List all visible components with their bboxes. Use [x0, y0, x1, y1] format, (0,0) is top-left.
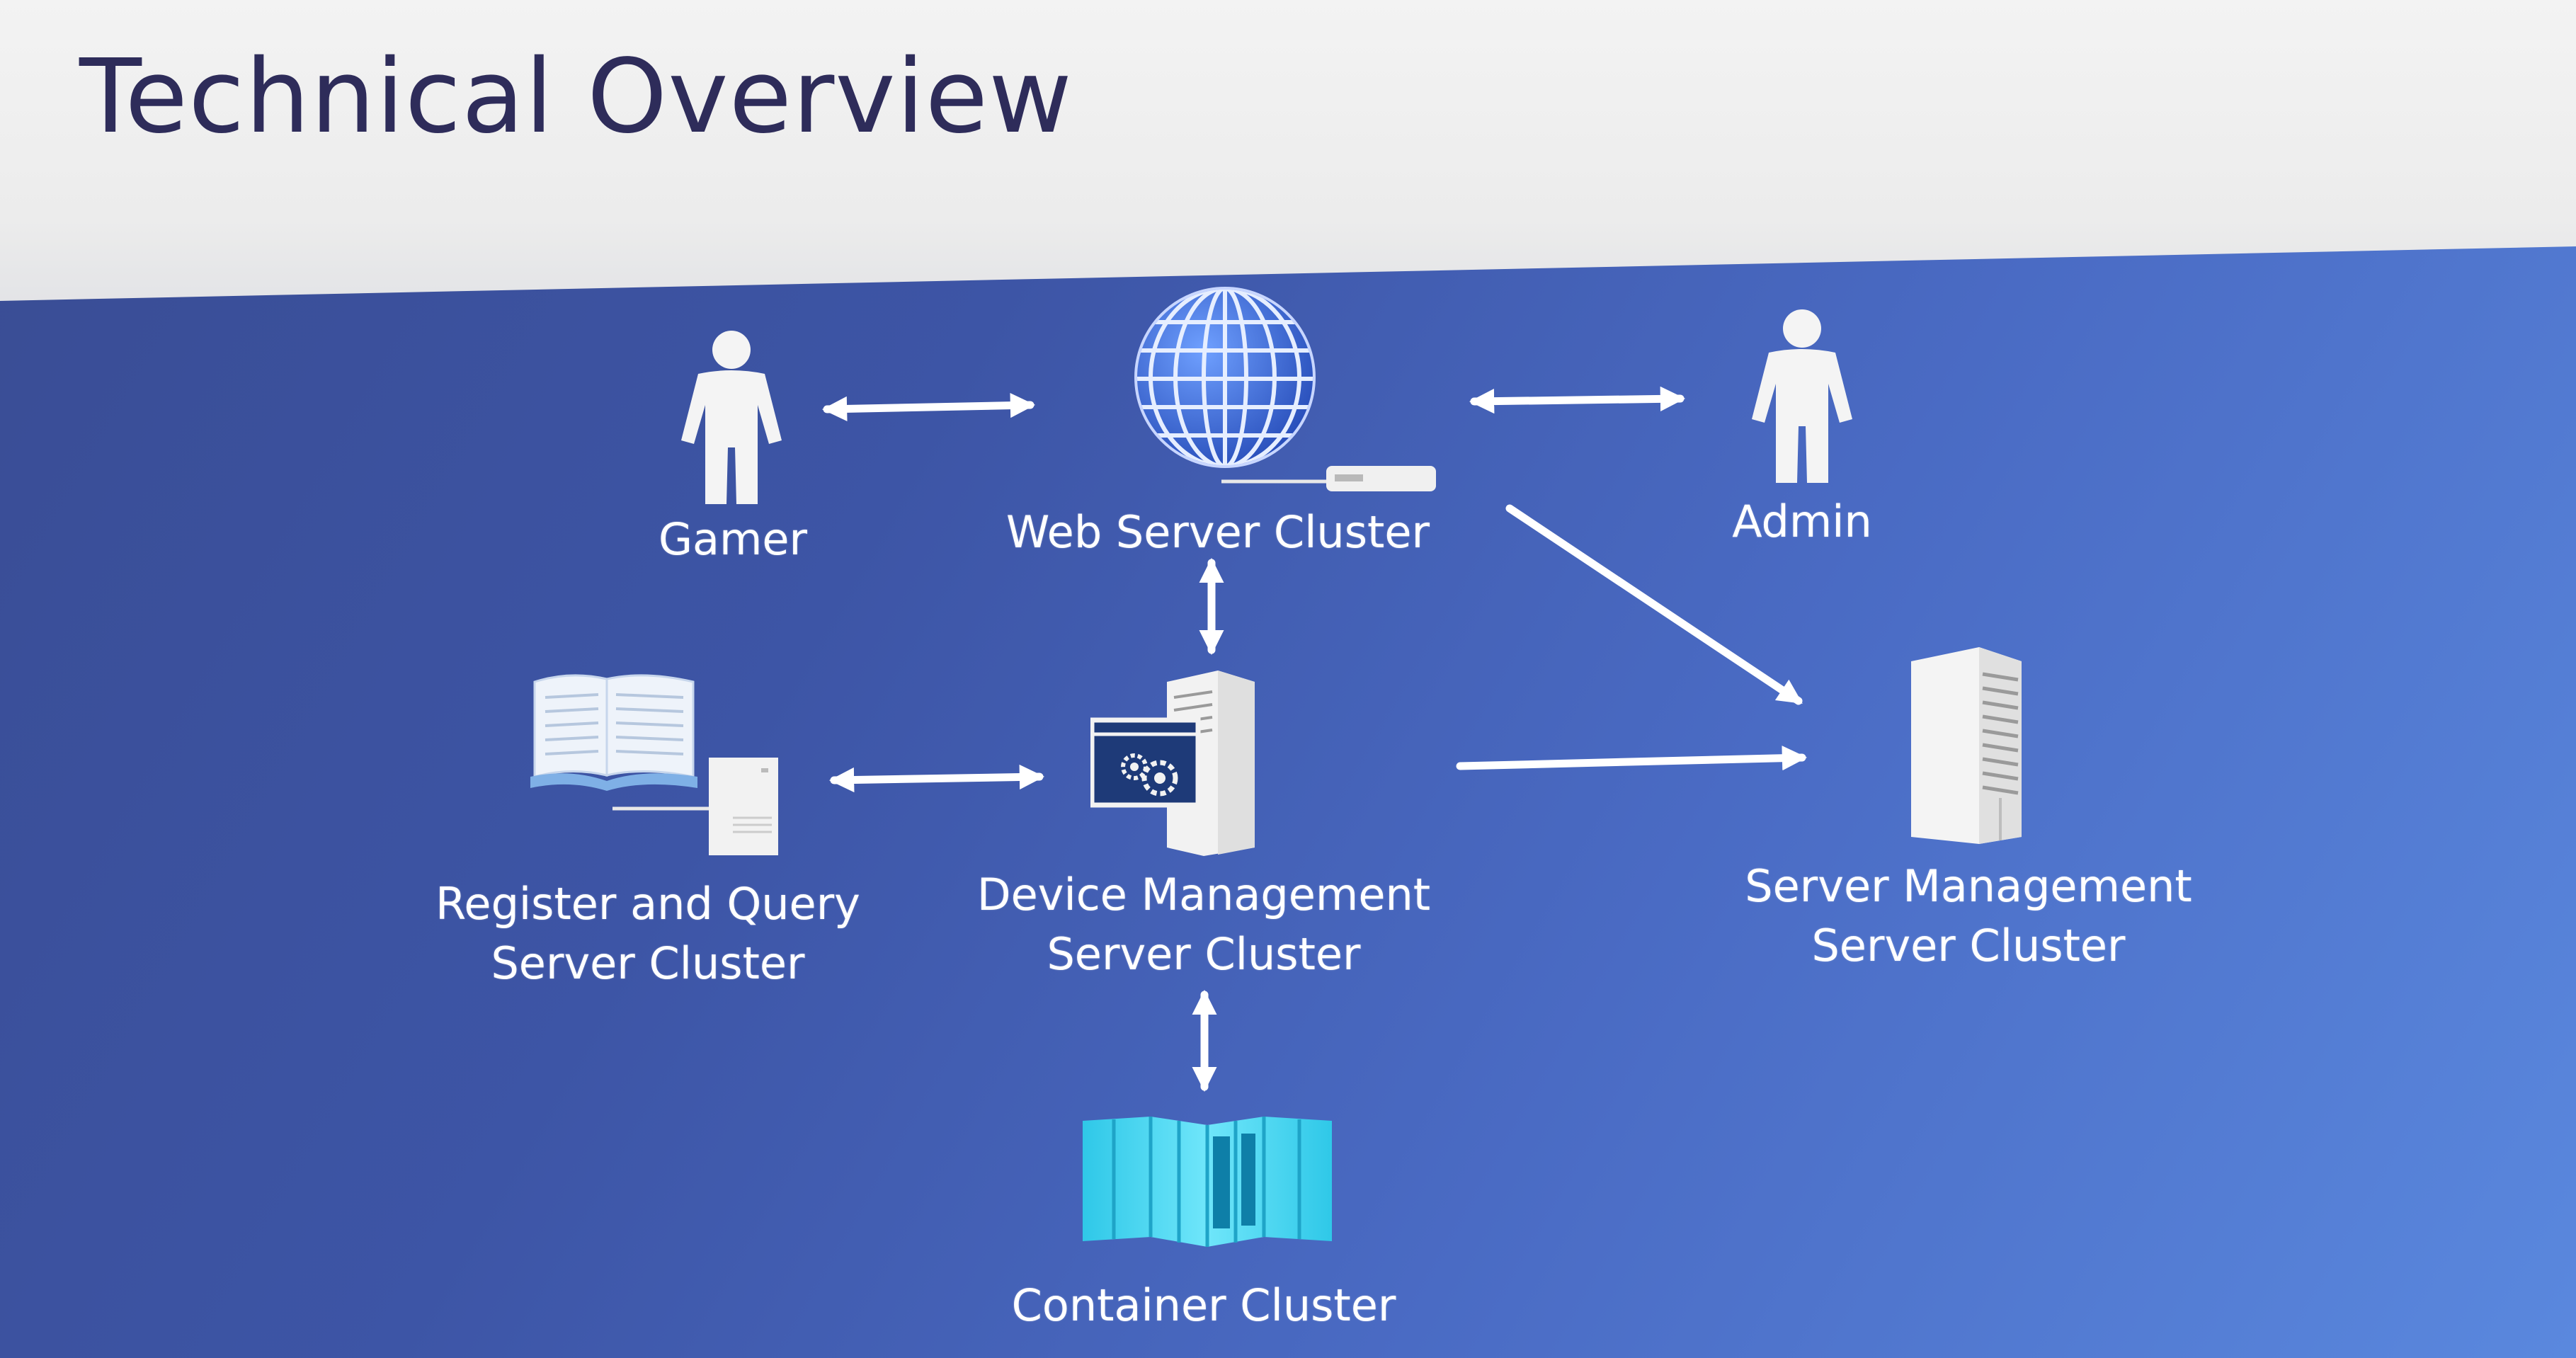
- admin-label: Admin: [1732, 496, 1872, 547]
- device-mgmt-line2: Server Cluster: [1047, 928, 1361, 980]
- register-query-line2: Server Cluster: [491, 937, 805, 989]
- device-mgmt-line1: Device Management: [976, 869, 1431, 920]
- web-server-label: Web Server Cluster: [1006, 506, 1430, 558]
- register-query-line1: Register and Query: [435, 878, 860, 930]
- container-rack-icon: [1083, 1117, 1332, 1247]
- server-gear-icon: [1090, 671, 1255, 856]
- arrow-web-admin: [1469, 386, 1686, 414]
- server-mgmt-label: Server Management Server Cluster: [1714, 857, 2223, 976]
- globe-icon: [1134, 287, 1316, 468]
- book-server-icon: [530, 674, 778, 855]
- person-icon: [681, 331, 782, 504]
- arrow-register-device: [828, 764, 1045, 793]
- server-mgmt-line1: Server Management: [1745, 860, 2192, 912]
- arrow-web-servermgmt: [1505, 504, 1803, 705]
- gamer-label: Gamer: [658, 513, 808, 565]
- server-tower-icon: [1911, 647, 2022, 844]
- container-label: Container Cluster: [1011, 1279, 1396, 1331]
- server-mgmt-line2: Server Cluster: [1811, 920, 2126, 971]
- device-mgmt-label: Device Management Server Cluster: [956, 865, 1452, 984]
- register-query-label: Register and Query Server Cluster: [397, 874, 899, 993]
- arrow-device-servermgmt: [1456, 746, 1808, 771]
- person-icon: [1752, 309, 1852, 483]
- slide-title: Technical Overview: [79, 37, 1073, 156]
- server-unit-icon: [1221, 466, 1436, 491]
- slide-header: Technical Overview: [0, 0, 2576, 312]
- arrow-gamer-web: [821, 392, 1036, 422]
